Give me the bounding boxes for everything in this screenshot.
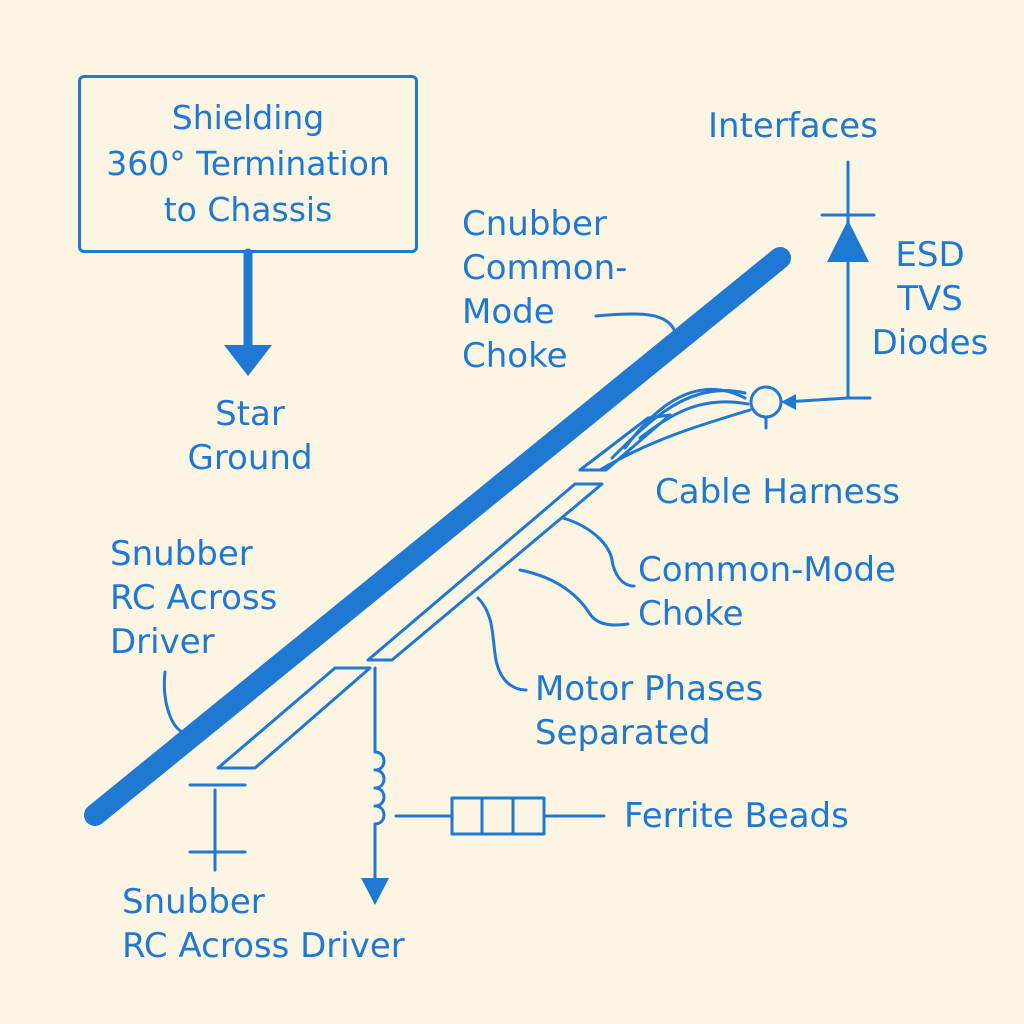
- cable-harness-wires: [598, 387, 752, 472]
- tvs-diode-icon: [781, 160, 876, 410]
- cable-harness-label: Cable Harness: [655, 472, 901, 512]
- shielding-line-2: 360° Termination: [106, 144, 390, 183]
- interfaces-label: Interfaces: [708, 106, 878, 146]
- motor-phases-label: Motor Phases Separated: [535, 669, 764, 753]
- leader-lines: [162, 312, 677, 734]
- star-ground-arrow: [224, 248, 272, 376]
- shielding-box: Shielding 360° Termination to Chassis: [78, 75, 418, 253]
- ferrite-beads-icon: [394, 796, 606, 836]
- snubber-capacitor-icon: [188, 783, 247, 872]
- connector-icon: [749, 385, 783, 419]
- common-mode-choke-label: Common-Mode Choke: [638, 550, 897, 634]
- snubber-bottom-label: Snubber RC Across Driver: [122, 882, 405, 966]
- esd-tvs-diodes-label: ESD TVS Diodes: [871, 235, 989, 363]
- ferrite-beads-label: Ferrite Beads: [624, 796, 849, 836]
- inductor-icon: [361, 666, 389, 905]
- snubber-left-label: Snubber RC Across Driver: [110, 534, 278, 662]
- shielding-line-3: to Chassis: [163, 190, 333, 229]
- shielding-title: Shielding: [171, 98, 325, 137]
- shield-cable: [84, 247, 791, 826]
- cnubber-choke-label: Cnubber Common- Mode Choke: [462, 204, 628, 376]
- harness-channel: [216, 413, 672, 770]
- star-ground-label: Star Ground: [187, 394, 313, 478]
